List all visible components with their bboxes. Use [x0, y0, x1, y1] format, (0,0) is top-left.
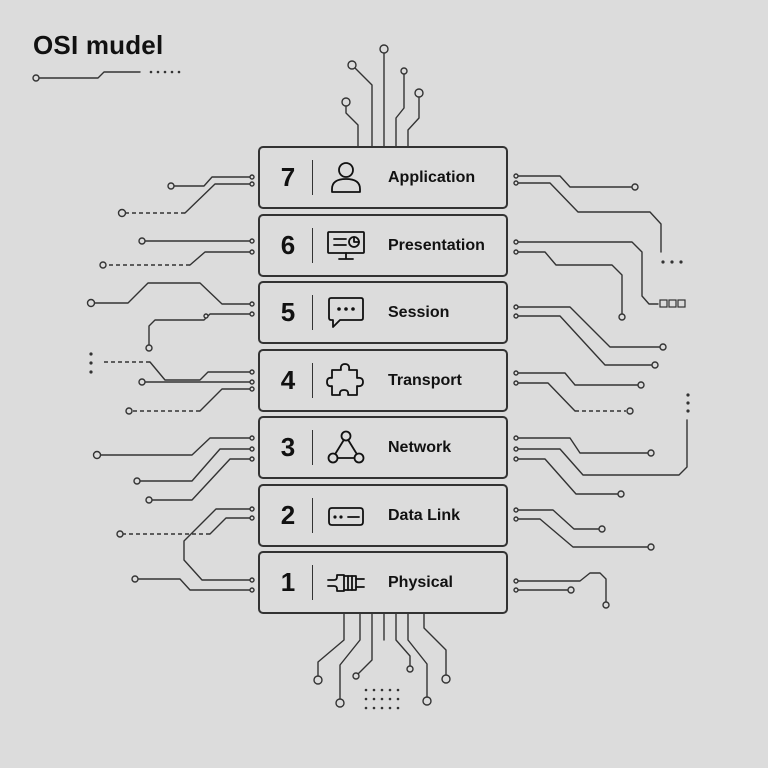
- layer-name: Application: [388, 169, 476, 186]
- layer-number: 1: [280, 567, 296, 597]
- layer-name: Presentation: [388, 237, 485, 254]
- divider: [312, 160, 313, 195]
- layer-application[interactable]: 7 Application: [258, 146, 508, 209]
- layer-number: 4: [280, 365, 296, 395]
- divider: [312, 430, 313, 465]
- divider: [312, 228, 313, 263]
- network-nodes-icon: [326, 429, 366, 466]
- layer-number: 7: [280, 162, 296, 192]
- layer-name: Transport: [388, 372, 462, 389]
- divider: [312, 295, 313, 330]
- layer-number: 3: [280, 432, 296, 462]
- network-device-icon: [326, 497, 366, 534]
- layer-session[interactable]: 5 Session: [258, 281, 508, 344]
- layer-presentation[interactable]: 6 Presentation: [258, 214, 508, 277]
- layer-name: Network: [388, 439, 452, 456]
- puzzle-piece-icon: [326, 362, 366, 399]
- layer-number: 6: [280, 230, 296, 260]
- user-icon: [326, 159, 366, 196]
- layer-name: Physical: [388, 574, 453, 591]
- layer-number: 5: [280, 297, 296, 327]
- cable-plug-icon: [326, 564, 366, 601]
- divider: [312, 565, 313, 600]
- layer-number: 2: [280, 500, 296, 530]
- layer-physical[interactable]: 1 Physical: [258, 551, 508, 614]
- layer-name: Data Link: [388, 507, 461, 524]
- layer-data-link[interactable]: 2 Data Link: [258, 484, 508, 547]
- chat-bubble-icon: [326, 294, 366, 331]
- divider: [312, 498, 313, 533]
- divider: [312, 363, 313, 398]
- monitor-chart-icon: [326, 227, 366, 264]
- layer-network[interactable]: 3 Network: [258, 416, 508, 479]
- layer-transport[interactable]: 4 Transport: [258, 349, 508, 412]
- diagram-title: OSI mudel: [33, 30, 164, 60]
- layer-name: Session: [388, 304, 450, 321]
